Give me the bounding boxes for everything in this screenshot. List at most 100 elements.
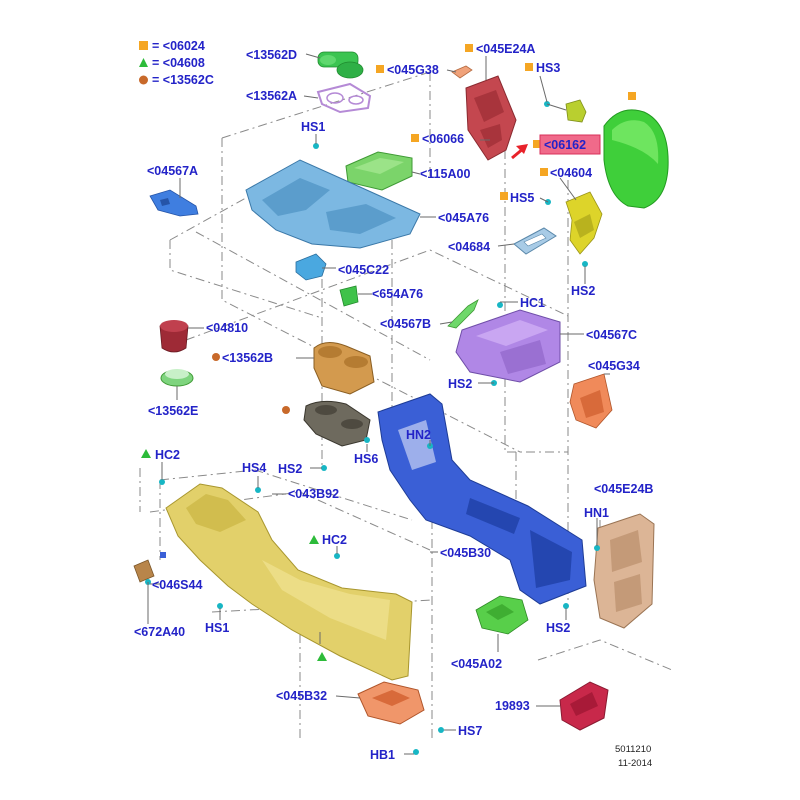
callout-13562E[interactable]: <13562E bbox=[148, 404, 198, 418]
base-plate-045B32[interactable] bbox=[357, 681, 425, 725]
leader-lines bbox=[147, 53, 610, 755]
legend-square-icon bbox=[139, 41, 148, 50]
callout-13562D[interactable]: <13562D bbox=[246, 48, 297, 62]
ring-13562E[interactable] bbox=[160, 369, 194, 387]
module-04567C[interactable] bbox=[455, 309, 561, 383]
callout-HS6[interactable]: HS6 bbox=[354, 452, 378, 466]
callout-045E24A[interactable]: <045E24A bbox=[476, 42, 535, 56]
callout-046S44[interactable]: <046S44 bbox=[152, 578, 202, 592]
cup-holder-mat-13562A[interactable] bbox=[316, 82, 372, 114]
tray-115A00[interactable] bbox=[345, 151, 413, 191]
cup-holder-lower-13562C[interactable] bbox=[303, 400, 371, 447]
callout-HS1-bottom[interactable]: HS1 bbox=[205, 621, 229, 635]
callout-HC2-left[interactable]: HC2 bbox=[155, 448, 180, 462]
legend-item-06024: = <06024 bbox=[152, 39, 205, 53]
square-marker-icon bbox=[465, 44, 473, 52]
bracket-045G34[interactable] bbox=[569, 373, 613, 429]
diagram-footer: 5011210 11-2014 bbox=[615, 744, 652, 769]
legend-circle-icon bbox=[139, 75, 148, 85]
legend-item-13562C: = <13562C bbox=[152, 73, 214, 87]
square-marker-icon bbox=[500, 192, 508, 200]
diagram-code: 5011210 bbox=[615, 744, 651, 755]
callout-HS2-upper-right[interactable]: HS2 bbox=[571, 284, 595, 298]
callout-13562A[interactable]: <13562A bbox=[246, 89, 297, 103]
highlight-box bbox=[539, 134, 601, 155]
callout-06162[interactable]: <06162 bbox=[544, 138, 586, 152]
armrest-latch-HS3-part[interactable] bbox=[565, 99, 587, 123]
callout-HS2-left[interactable]: HS2 bbox=[278, 462, 302, 476]
armrest-lid-green[interactable] bbox=[603, 109, 669, 209]
callout-labels: <13562D <13562A <045G38 <045E24A HS3 HS1… bbox=[134, 42, 653, 762]
switch-654A76[interactable] bbox=[339, 285, 359, 307]
callout-04684[interactable]: <04684 bbox=[448, 240, 490, 254]
square-marker-icon bbox=[540, 168, 548, 176]
highlight-arrow bbox=[511, 144, 528, 160]
callout-045A76[interactable]: <045A76 bbox=[438, 211, 489, 225]
bracket-04567A[interactable] bbox=[149, 189, 199, 217]
callout-HS7[interactable]: HS7 bbox=[458, 724, 482, 738]
callout-HS4[interactable]: HS4 bbox=[242, 461, 266, 475]
clip-04567B[interactable] bbox=[447, 299, 479, 329]
circle-marker-icon bbox=[282, 406, 290, 414]
square-marker-icon bbox=[376, 65, 384, 73]
callout-HN1[interactable]: HN1 bbox=[584, 506, 609, 520]
callout-04567A[interactable]: <04567A bbox=[147, 164, 198, 178]
callout-HC1[interactable]: HC1 bbox=[520, 296, 545, 310]
callout-04604[interactable]: <04604 bbox=[550, 166, 592, 180]
triangle-marker-icon bbox=[317, 652, 327, 661]
console-side-panel-yellow[interactable] bbox=[165, 483, 413, 681]
bezel-04684[interactable] bbox=[513, 227, 557, 255]
console-top-panel-045A76[interactable] bbox=[245, 159, 421, 249]
cup-holder-insert-13562D[interactable] bbox=[317, 51, 364, 79]
callout-04567B[interactable]: <04567B bbox=[380, 317, 431, 331]
vent-19893[interactable] bbox=[559, 681, 609, 731]
armrest-bracket-045E24B[interactable] bbox=[593, 513, 655, 629]
callout-HS3[interactable]: HS3 bbox=[536, 61, 560, 75]
triangle-marker-icon bbox=[309, 535, 319, 544]
legend: = <06024 = <04608 = <13562C bbox=[139, 39, 214, 87]
console-frame-045B30[interactable] bbox=[377, 393, 587, 605]
circle-marker-icon bbox=[212, 353, 220, 361]
callout-045B30[interactable]: <045B30 bbox=[440, 546, 491, 560]
callout-HC2-center[interactable]: HC2 bbox=[322, 533, 347, 547]
callout-markers bbox=[141, 44, 636, 661]
callout-045C22[interactable]: <045C22 bbox=[338, 263, 389, 277]
legend-item-04608: = <04608 bbox=[152, 56, 205, 70]
callout-HS1-top[interactable]: HS1 bbox=[301, 120, 325, 134]
callout-045E24B[interactable]: <045E24B bbox=[594, 482, 653, 496]
trim-piece-672A40[interactable] bbox=[133, 559, 155, 583]
callout-HN2[interactable]: HN2 bbox=[406, 428, 431, 442]
callout-045A02[interactable]: <045A02 bbox=[451, 657, 502, 671]
callout-04567C[interactable]: <04567C bbox=[586, 328, 637, 342]
callout-HS2-center[interactable]: HS2 bbox=[448, 377, 472, 391]
callout-19893[interactable]: 19893 bbox=[495, 699, 530, 713]
callout-672A40[interactable]: <672A40 bbox=[134, 625, 185, 639]
callout-045G38[interactable]: <045G38 bbox=[387, 63, 439, 77]
triangle-marker-icon bbox=[141, 449, 151, 458]
clip-046S44[interactable] bbox=[160, 552, 166, 558]
cup-04810[interactable] bbox=[159, 320, 189, 353]
callout-13562B[interactable]: <13562B bbox=[222, 351, 273, 365]
cup-holder-13562B[interactable] bbox=[313, 342, 375, 395]
callout-043B92[interactable]: <043B92 bbox=[288, 487, 339, 501]
callout-HS2-right[interactable]: HS2 bbox=[546, 621, 570, 635]
callout-06066[interactable]: <06066 bbox=[422, 132, 464, 146]
armrest-bracket-045E24A[interactable] bbox=[465, 75, 517, 161]
bracket-04604[interactable] bbox=[565, 191, 603, 255]
square-marker-icon bbox=[533, 140, 541, 148]
bracket-045C22[interactable] bbox=[295, 253, 327, 281]
square-marker-icon bbox=[525, 63, 533, 71]
callout-HB1[interactable]: HB1 bbox=[370, 748, 395, 762]
bracket-045A02[interactable] bbox=[475, 595, 529, 635]
clip-045G38[interactable] bbox=[451, 65, 473, 79]
callout-045B32[interactable]: <045B32 bbox=[276, 689, 327, 703]
callout-04810[interactable]: <04810 bbox=[206, 321, 248, 335]
legend-triangle-icon bbox=[139, 58, 148, 67]
callout-045G34[interactable]: <045G34 bbox=[588, 359, 640, 373]
callout-654A76[interactable]: <654A76 bbox=[372, 287, 423, 301]
callout-HS5[interactable]: HS5 bbox=[510, 191, 534, 205]
diagram-date: 11-2014 bbox=[618, 758, 652, 769]
callout-115A00[interactable]: <115A00 bbox=[420, 167, 470, 181]
square-marker-icon bbox=[628, 92, 636, 100]
